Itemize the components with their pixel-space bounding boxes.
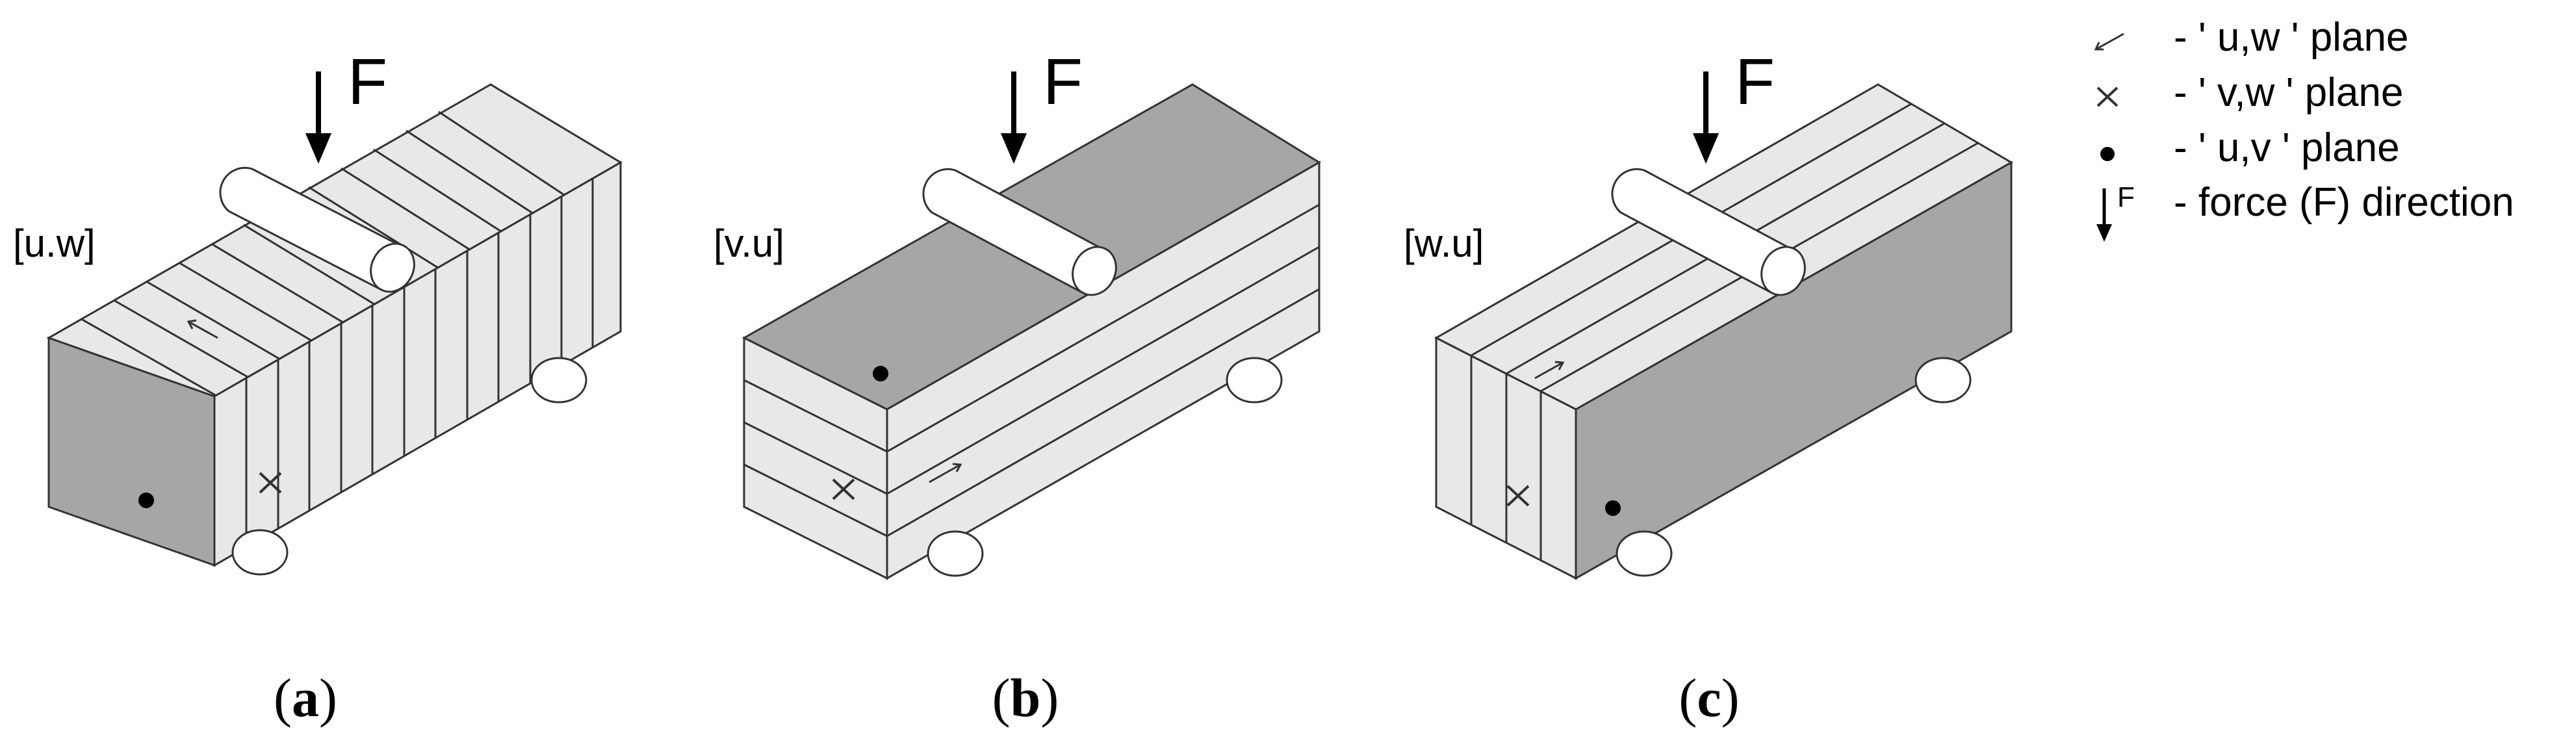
- arrow-icon: [2094, 32, 2124, 51]
- legend-item-uv-plane: - ' u,v ' plane: [2100, 125, 2400, 170]
- panel-b-tag: [v.u]: [714, 222, 784, 265]
- panel-b-loading-roller: [922, 168, 1117, 296]
- panel-c-support-roller-right: [1914, 357, 1972, 404]
- panel-b-force-label: F: [1043, 45, 1083, 118]
- dot-icon: [1605, 500, 1621, 516]
- panel-b-caption: (b): [992, 668, 1059, 728]
- panel-a-support-roller-left: [231, 529, 289, 576]
- arrow-icon: [187, 319, 218, 339]
- arrow-icon: [1534, 361, 1565, 379]
- panel-c-force-label: F: [1735, 45, 1775, 118]
- panel-a-force-label: F: [348, 45, 387, 118]
- cross-icon: [1506, 485, 1530, 507]
- panel-a-tag: [u.w]: [13, 222, 96, 265]
- cross-icon: [259, 472, 282, 494]
- cross-icon: [2096, 86, 2119, 107]
- panel-c-caption: (c): [1679, 668, 1739, 728]
- legend-item-uw-plane: - ' u,w ' plane: [2094, 15, 2408, 60]
- legend: - ' u,w ' plane - ' v,w ' plane - ' u,v …: [2094, 15, 2514, 242]
- dot-icon: [873, 366, 888, 381]
- panel-a-force-arrow: [305, 71, 331, 164]
- panel-b-support-roller-left: [927, 530, 984, 577]
- panel-c-end-lamination-lines: [1470, 355, 1542, 560]
- panel-c-loading-roller: [1611, 168, 1806, 296]
- cross-icon: [832, 478, 855, 500]
- panel-a-end-face: [47, 336, 216, 567]
- panel-c-tag: [w.u]: [1404, 222, 1484, 265]
- panel-b-support-roller-right: [1226, 357, 1283, 404]
- panel-a: F [u.w] (a): [13, 45, 623, 728]
- legend-label: - force (F) direction: [2174, 180, 2514, 225]
- panel-b: F [v.u] (b): [714, 45, 1321, 728]
- dot-icon: [138, 493, 154, 508]
- legend-label: - ' u,v ' plane: [2174, 125, 2400, 170]
- panel-a-caption: (a): [274, 668, 337, 728]
- legend-item-vw-plane: - ' v,w ' plane: [2096, 70, 2403, 115]
- legend-force-symbol: F: [2117, 181, 2135, 213]
- panel-b-end-lamination-lines: [743, 379, 888, 537]
- arrow-icon: [929, 463, 962, 483]
- legend-label: - ' v,w ' plane: [2174, 70, 2403, 115]
- panel-c: F [w.u] (c): [1404, 45, 2014, 728]
- panel-b-force-arrow: [1001, 71, 1027, 164]
- panel-b-front-lamination-lines: [886, 203, 1320, 537]
- panel-a-loading-roller: [219, 166, 415, 293]
- dot-icon: [2100, 147, 2115, 161]
- panel-a-support-roller-right: [530, 357, 587, 404]
- legend-label: - ' u,w ' plane: [2174, 15, 2408, 60]
- force-arrow-icon: [2096, 188, 2112, 242]
- panel-c-force-arrow: [1693, 71, 1719, 164]
- panel-a-front-slat-lines: [245, 178, 594, 547]
- legend-item-force-direction: F - force (F) direction: [2096, 180, 2514, 242]
- panel-c-support-roller-left: [1616, 530, 1673, 577]
